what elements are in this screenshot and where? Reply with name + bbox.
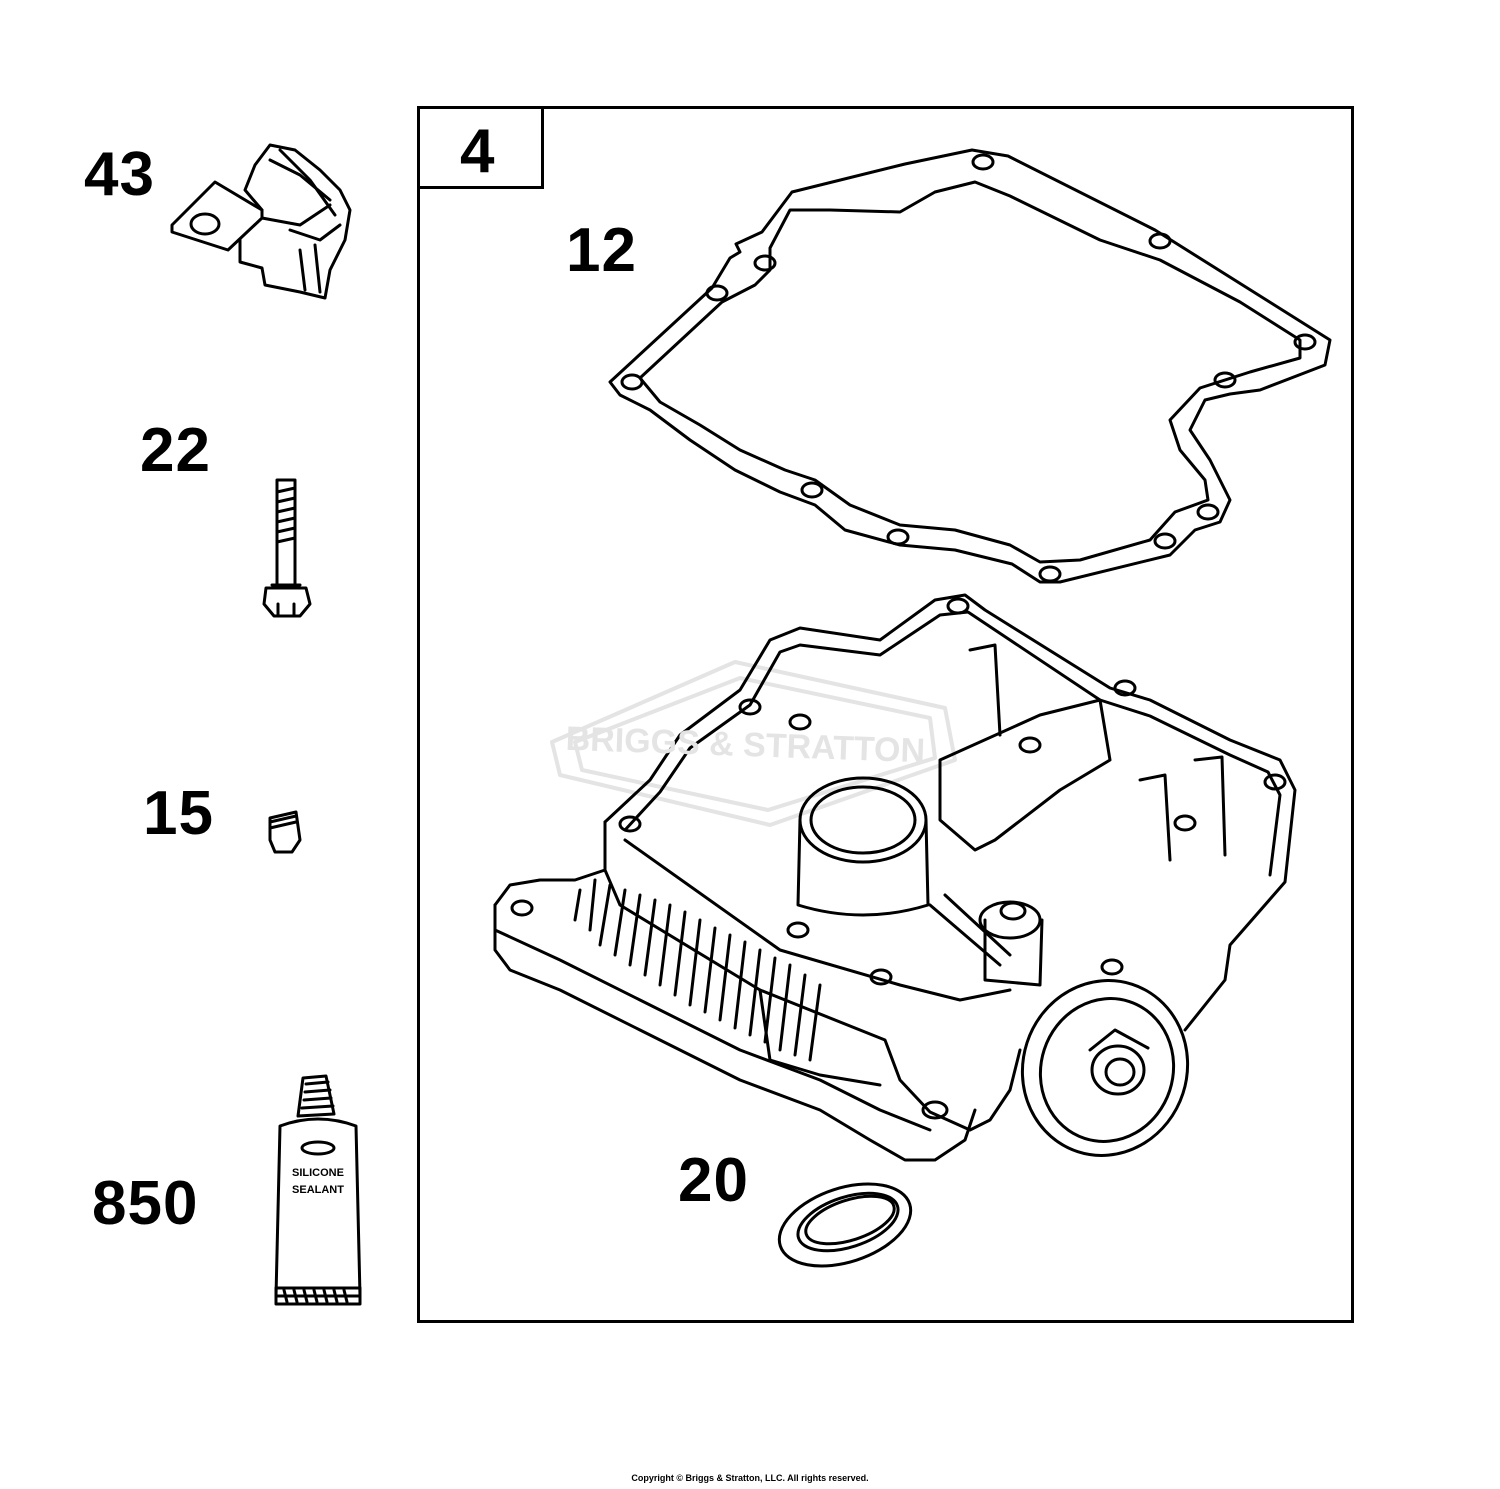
plug-part [268, 810, 302, 854]
sealant-tube-text-line1: SILICONE [292, 1167, 344, 1179]
sealant-tube-text-line2: SEALANT [292, 1184, 344, 1196]
copyright-notice: Copyright © Briggs & Stratton, LLC. All … [631, 1473, 869, 1483]
seal-part [777, 1182, 913, 1268]
oil-pan-part [493, 593, 1297, 1162]
callout-22: 22 [140, 416, 211, 485]
kit-frame: 4 [417, 106, 1354, 1323]
gasket-part [608, 148, 1332, 584]
callout-15: 15 [143, 779, 214, 848]
watermark-logo [550, 660, 957, 827]
sealant-tube-part [274, 1074, 362, 1306]
callout-20: 20 [678, 1146, 749, 1215]
bolt-part [262, 478, 312, 618]
callout-850: 850 [92, 1169, 199, 1238]
callout-12: 12 [566, 216, 637, 285]
kit-label: 4 [460, 117, 495, 186]
oil-sensor-part [170, 143, 352, 300]
callout-43: 43 [84, 140, 155, 209]
kit-label-box: 4 [420, 109, 544, 189]
